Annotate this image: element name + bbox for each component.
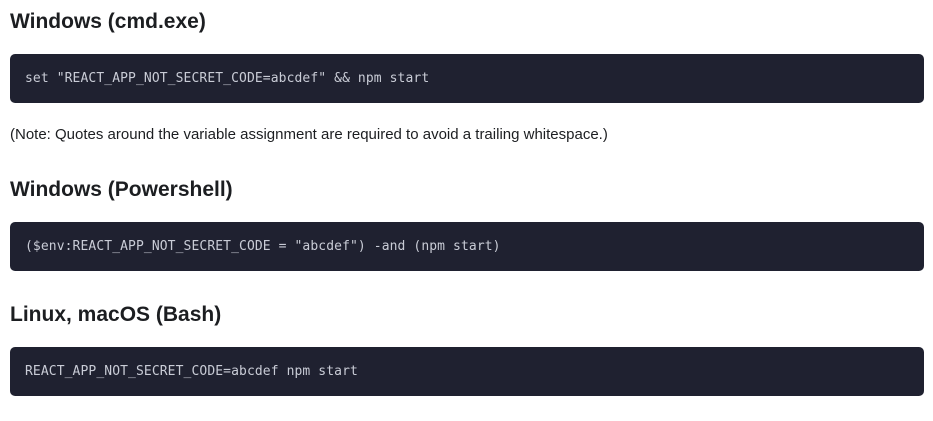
code-block-linux-macos-bash[interactable]: REACT_APP_NOT_SECRET_CODE=abcdef npm sta…: [10, 347, 924, 396]
code-block-windows-powershell[interactable]: ($env:REACT_APP_NOT_SECRET_CODE = "abcde…: [10, 222, 924, 271]
heading-linux-macos-bash: Linux, macOS (Bash): [10, 303, 222, 326]
code-text-linux-macos-bash[interactable]: REACT_APP_NOT_SECRET_CODE=abcdef npm sta…: [25, 364, 358, 379]
note-windows-cmd: (Note: Quotes around the variable assign…: [10, 126, 608, 143]
heading-windows-powershell: Windows (Powershell): [10, 178, 233, 201]
code-text-windows-cmd[interactable]: set "REACT_APP_NOT_SECRET_CODE=abcdef" &…: [25, 71, 430, 86]
code-text-windows-powershell[interactable]: ($env:REACT_APP_NOT_SECRET_CODE = "abcde…: [25, 239, 501, 254]
code-block-windows-cmd[interactable]: set "REACT_APP_NOT_SECRET_CODE=abcdef" &…: [10, 54, 924, 103]
heading-windows-cmd: Windows (cmd.exe): [10, 10, 206, 33]
